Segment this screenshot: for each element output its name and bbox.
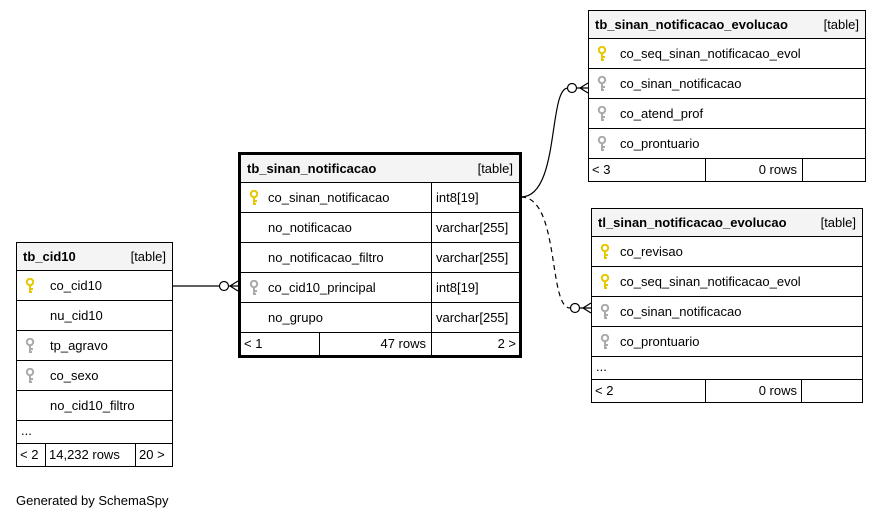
more-columns-row[interactable]: ...: [592, 357, 862, 380]
table-footer: < 2 14,232 rows 20 >: [17, 444, 172, 466]
table-footer: < 3 0 rows: [589, 159, 865, 181]
foreign-key-icon: [25, 368, 35, 383]
table-name[interactable]: tb_sinan_notificacao: [247, 161, 377, 176]
column-name: no_grupo: [268, 310, 323, 325]
primary-key-icon: [25, 278, 35, 293]
foreign-key-icon: [597, 136, 607, 151]
more-columns-row[interactable]: ...: [17, 421, 172, 444]
parents-link[interactable]: < 3: [592, 162, 611, 177]
table-header: tb_sinan_notificacao [table]: [241, 155, 519, 183]
column-row[interactable]: co_prontuario: [592, 327, 862, 357]
column-type: int8[19]: [431, 273, 519, 302]
ellipsis-text: ...: [21, 423, 32, 438]
table-header: tl_sinan_notificacao_evolucao [table]: [592, 209, 862, 237]
relationship-notificacao-log: [520, 196, 571, 309]
table-kind: [table]: [130, 249, 166, 264]
column-name: co_revisao: [620, 244, 683, 259]
row-count: 0 rows: [758, 162, 797, 177]
table-tl-sinan-notificacao-evolucao[interactable]: tl_sinan_notificacao_evolucao [table] co…: [591, 208, 863, 403]
column-row[interactable]: no_notificacao_filtro varchar[255]: [241, 243, 519, 273]
table-kind: [table]: [820, 215, 856, 230]
column-name: co_sinan_notificacao: [620, 304, 742, 319]
column-name: co_seq_sinan_notificacao_evol: [620, 46, 801, 61]
primary-key-icon: [249, 190, 259, 205]
row-count: 14,232 rows: [49, 447, 120, 462]
column-name: no_cid10_filtro: [50, 398, 135, 413]
primary-key-icon: [600, 244, 610, 259]
table-name[interactable]: tl_sinan_notificacao_evolucao: [598, 215, 787, 230]
foreign-key-icon: [249, 280, 259, 295]
table-footer: < 1 47 rows 2 >: [241, 333, 519, 355]
column-row[interactable]: co_seq_sinan_notificacao_evol: [589, 39, 865, 69]
column-name: co_atend_prof: [620, 106, 704, 121]
table-tb-sinan-notificacao-evolucao[interactable]: tb_sinan_notificacao_evolucao [table] co…: [588, 10, 866, 182]
table-kind: [table]: [823, 17, 859, 32]
column-name: no_notificacao_filtro: [268, 250, 384, 265]
parents-link[interactable]: < 2: [20, 447, 39, 462]
relationship-notificacao-evolucao: [520, 87, 569, 198]
column-row[interactable]: co_sinan_notificacao: [592, 297, 862, 327]
foreign-key-icon: [600, 334, 610, 349]
column-row[interactable]: nu_cid10: [17, 301, 172, 331]
column-name: no_notificacao: [268, 220, 352, 235]
row-count: 47 rows: [380, 336, 426, 351]
column-row[interactable]: co_sinan_notificacao: [589, 69, 865, 99]
column-type: varchar[255]: [431, 303, 519, 332]
foreign-key-icon: [597, 106, 607, 121]
column-row[interactable]: co_atend_prof: [589, 99, 865, 129]
table-footer: < 2 0 rows: [592, 380, 862, 402]
column-type: int8[19]: [431, 183, 519, 212]
primary-key-icon: [600, 274, 610, 289]
foreign-key-icon: [25, 338, 35, 353]
column-row[interactable]: no_notificacao varchar[255]: [241, 213, 519, 243]
column-row[interactable]: no_grupo varchar[255]: [241, 303, 519, 333]
ellipsis-text: ...: [596, 359, 607, 374]
children-link[interactable]: 2 >: [497, 336, 516, 351]
table-name[interactable]: tb_sinan_notificacao_evolucao: [595, 17, 788, 32]
column-row[interactable]: co_sinan_notificacao int8[19]: [241, 183, 519, 213]
table-name[interactable]: tb_cid10: [23, 249, 76, 264]
primary-key-icon: [597, 46, 607, 61]
column-row[interactable]: no_cid10_filtro: [17, 391, 172, 421]
parents-link[interactable]: < 1: [244, 336, 263, 351]
column-name: co_seq_sinan_notificacao_evol: [620, 274, 801, 289]
column-name: tp_agravo: [50, 338, 108, 353]
foreign-key-icon: [597, 76, 607, 91]
column-name: nu_cid10: [50, 308, 103, 323]
column-row[interactable]: co_sexo: [17, 361, 172, 391]
column-row[interactable]: co_cid10: [17, 271, 172, 301]
column-row[interactable]: co_prontuario: [589, 129, 865, 159]
parents-link[interactable]: < 2: [595, 383, 614, 398]
column-name: co_sinan_notificacao: [620, 76, 742, 91]
table-header: tb_cid10 [table]: [17, 243, 172, 271]
table-tb-sinan-notificacao[interactable]: tb_sinan_notificacao [table] co_sinan_no…: [238, 152, 522, 358]
children-link[interactable]: 20 >: [139, 447, 165, 462]
column-name: co_sinan_notificacao: [268, 190, 390, 205]
column-row[interactable]: co_cid10_principal int8[19]: [241, 273, 519, 303]
foreign-key-icon: [600, 304, 610, 319]
column-name: co_prontuario: [620, 334, 700, 349]
column-name: co_cid10: [50, 278, 103, 293]
column-type: varchar[255]: [431, 213, 519, 242]
column-type: varchar[255]: [431, 243, 519, 272]
column-row[interactable]: co_seq_sinan_notificacao_evol: [592, 267, 862, 297]
table-tb-cid10[interactable]: tb_cid10 [table] co_cid10 nu_cid10 tp_ag…: [16, 242, 173, 467]
column-row[interactable]: tp_agravo: [17, 331, 172, 361]
row-count: 0 rows: [758, 383, 797, 398]
generator-credit: Generated by SchemaSpy: [16, 493, 169, 508]
column-name: co_cid10_principal: [268, 280, 376, 295]
table-header: tb_sinan_notificacao_evolucao [table]: [589, 11, 865, 39]
column-name: co_prontuario: [620, 136, 700, 151]
column-name: co_sexo: [50, 368, 99, 383]
column-row[interactable]: co_revisao: [592, 237, 862, 267]
table-kind: [table]: [477, 161, 513, 176]
